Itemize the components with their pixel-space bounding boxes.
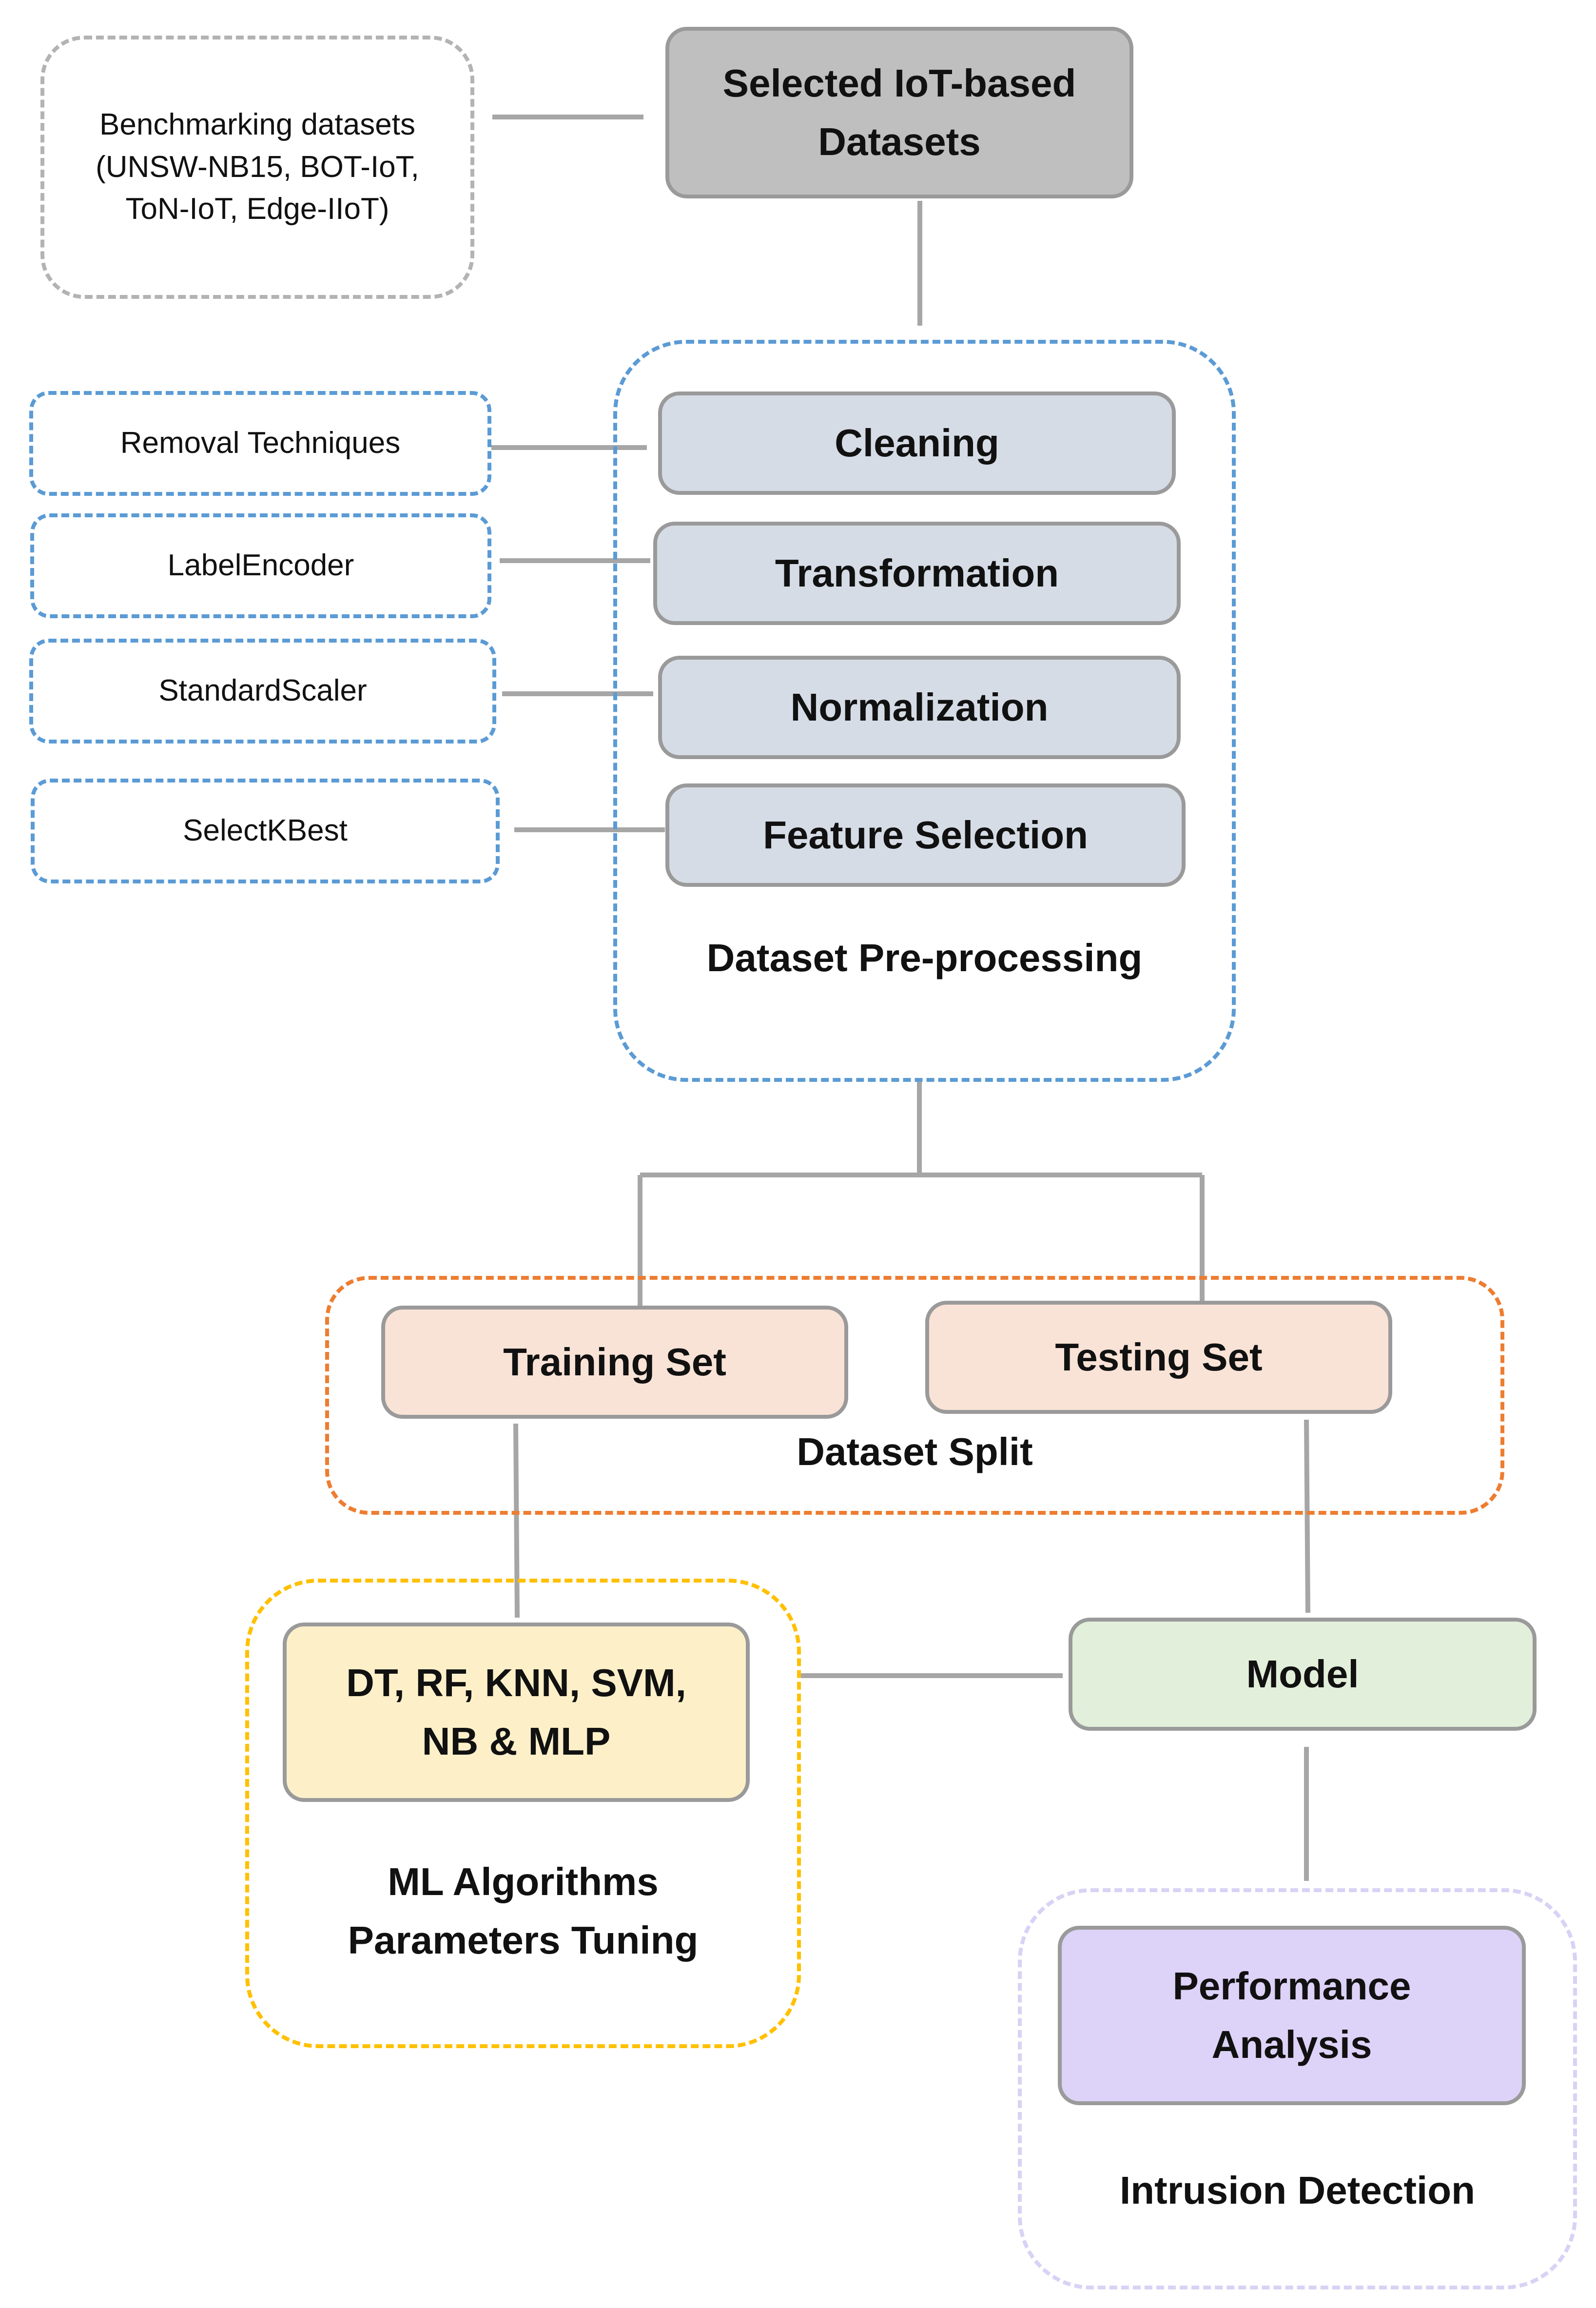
feature-selection-box: Feature Selection	[665, 783, 1186, 887]
model-box: Model	[1069, 1618, 1537, 1731]
connector-preprocessing-to-split	[638, 1081, 1205, 1306]
feature-selection-label: Feature Selection	[763, 813, 1088, 857]
performance-analysis-label: Performance Analysis	[1172, 1964, 1411, 2066]
arrow-training-to-ml	[513, 1423, 520, 1618]
performance-analysis-box: Performance Analysis	[1058, 1926, 1526, 2105]
ml-algorithms-label: DT, RF, KNN, SVM, NB & MLP	[346, 1661, 686, 1763]
preprocessing-group	[613, 340, 1236, 1082]
transformation-box: Transformation	[653, 522, 1181, 625]
selectkbest-label: SelectKBest	[183, 814, 348, 848]
selected-datasets-label: Selected IoT-based Datasets	[722, 61, 1076, 163]
selected-datasets-box: Selected IoT-based Datasets	[665, 27, 1133, 198]
split-group	[325, 1276, 1504, 1515]
labelencoder-box: LabelEncoder	[30, 513, 491, 618]
testing-set-box: Testing Set	[925, 1301, 1392, 1414]
ml-group	[245, 1579, 801, 2048]
preprocessing-caption: Dataset Pre-processing	[706, 936, 1143, 979]
transformation-label: Transformation	[775, 551, 1059, 595]
split-caption: Dataset Split	[797, 1430, 1033, 1473]
removal-techniques-box: Removal Techniques	[29, 391, 491, 496]
ml-algorithms-box: DT, RF, KNN, SVM, NB & MLP	[283, 1623, 750, 1802]
standardscaler-box: StandardScaler	[29, 639, 496, 743]
normalization-box: Normalization	[658, 656, 1181, 759]
training-set-label: Training Set	[503, 1340, 726, 1384]
arrow-testing-to-model	[1304, 1419, 1310, 1613]
intrusion-detection-caption: Intrusion Detection	[1120, 2169, 1475, 2212]
benchmark-group: Benchmarking datasets (UNSW-NB15, BOT-Io…	[40, 36, 474, 299]
normalization-label: Normalization	[790, 685, 1049, 729]
testing-set-label: Testing Set	[1055, 1335, 1263, 1379]
training-set-box: Training Set	[381, 1306, 848, 1419]
labelencoder-label: LabelEncoder	[167, 548, 354, 583]
cleaning-box: Cleaning	[658, 391, 1176, 495]
intrusion-detection-group	[1018, 1888, 1577, 2289]
selectkbest-box: SelectKBest	[31, 779, 500, 883]
removal-techniques-label: Removal Techniques	[120, 426, 401, 460]
standardscaler-label: StandardScaler	[158, 674, 367, 708]
ml-caption: ML Algorithms Parameters Tuning	[348, 1860, 699, 1962]
cleaning-label: Cleaning	[835, 421, 999, 465]
benchmark-text: Benchmarking datasets (UNSW-NB15, BOT-Io…	[96, 107, 419, 226]
model-label: Model	[1246, 1652, 1359, 1696]
